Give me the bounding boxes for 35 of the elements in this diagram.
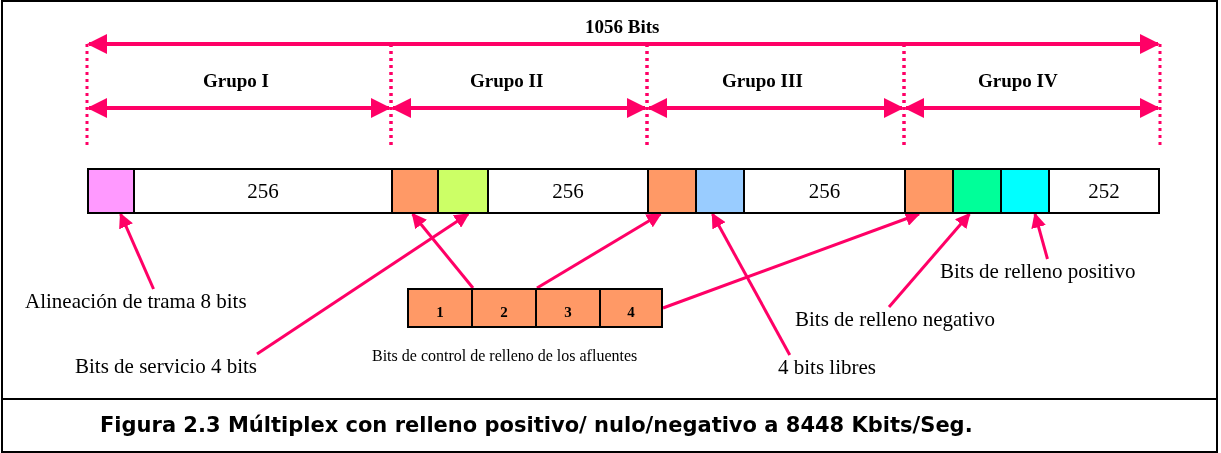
- leader-arrow: [1031, 212, 1049, 260]
- frame-field: [437, 168, 489, 214]
- callout-text: Bits de relleno positivo: [940, 259, 1136, 284]
- data-field: 252: [1048, 168, 1160, 214]
- dimension-label: Grupo II: [470, 70, 544, 92]
- frame-field: [952, 168, 1002, 214]
- control-bit-field: 1: [407, 288, 473, 328]
- frame-field: [647, 168, 697, 214]
- frame-field: [1000, 168, 1050, 214]
- control-bit-field: 4: [599, 288, 663, 328]
- leader-arrow: [711, 212, 792, 356]
- callout-text: Alineación de trama 8 bits: [25, 289, 247, 314]
- frame-field: [695, 168, 745, 214]
- data-field: 256: [743, 168, 906, 214]
- callout-text: Bits de relleno negativo: [795, 307, 996, 332]
- control-bit-field: 3: [535, 288, 601, 328]
- leader-arrow: [411, 212, 475, 289]
- leader-arrow: [256, 212, 470, 356]
- leader-arrow: [536, 212, 662, 290]
- data-field: 256: [487, 168, 649, 214]
- control-bit-field: 2: [471, 288, 537, 328]
- dimension-label: Grupo IV: [978, 70, 1058, 92]
- frame-field: [87, 168, 135, 214]
- figure-caption: Figura 2.3 Múltiplex con relleno positivo/ nulo/negativo a 8448 Kbits/Seg.: [100, 413, 973, 437]
- leader-arrow: [119, 212, 155, 290]
- note-text: Bits de control de relleno de los afluentes: [372, 347, 638, 365]
- dimension-label: Grupo III: [722, 70, 803, 92]
- frame-field: [391, 168, 439, 214]
- leader-arrow: [887, 212, 971, 308]
- frame-field: [904, 168, 954, 214]
- data-field: 256: [133, 168, 393, 214]
- callout-text: 4 bits libres: [778, 355, 876, 380]
- callout-text: Bits de servicio 4 bits: [75, 354, 257, 379]
- dimension-label: Grupo I: [203, 70, 269, 92]
- dimension-label: 1056 Bits: [585, 16, 660, 38]
